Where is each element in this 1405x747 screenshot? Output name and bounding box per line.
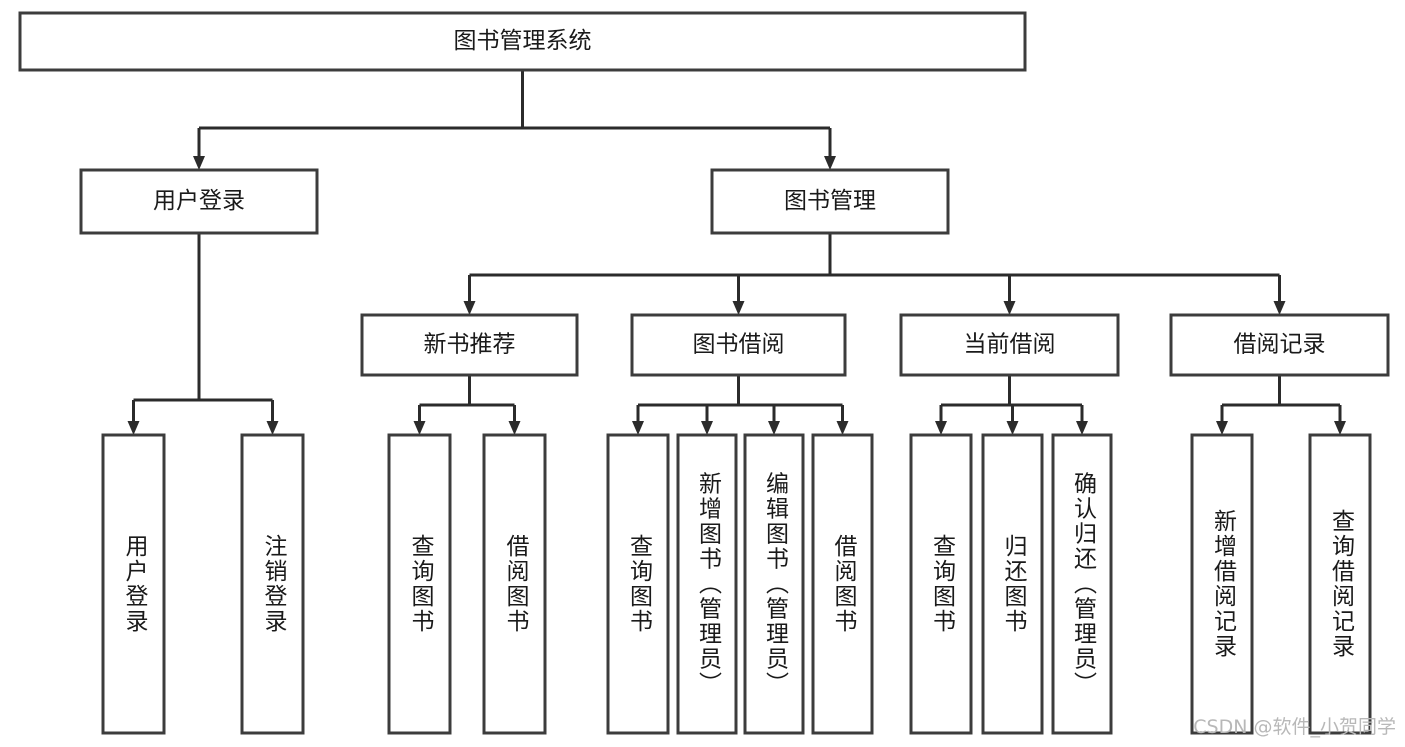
node-leaf-query-borrow-record[interactable]: 查询借阅记录 xyxy=(1308,433,1372,735)
node-box-leaf-query-borrow-record xyxy=(1308,433,1372,735)
node-box-leaf-query-book-borrow xyxy=(606,433,670,735)
node-box-leaf-confirm-return-admin xyxy=(1051,433,1113,735)
node-leaf-borrow-book[interactable]: 借阅图书 xyxy=(811,433,874,735)
connector-group-borrow-record xyxy=(1216,375,1346,435)
node-label-leaf-edit-book-admin: 编辑图书（管理员） xyxy=(762,472,790,697)
node-box-leaf-user-logout xyxy=(240,433,305,735)
node-leaf-user-login[interactable]: 用户登录 xyxy=(101,433,166,735)
node-book-borrow[interactable]: 图书借阅 xyxy=(630,313,847,377)
arrow-head-icon xyxy=(1334,421,1346,435)
node-box-book-manage xyxy=(710,168,950,235)
node-label-new-book-recommend: 新书推荐 xyxy=(424,332,516,358)
arrow-head-icon xyxy=(127,421,140,435)
connector-group-book-manage xyxy=(463,233,1286,315)
node-label-root: 图书管理系统 xyxy=(454,28,592,54)
node-box-leaf-query-book-rec xyxy=(387,433,452,735)
node-label-user-login: 用户登录 xyxy=(153,188,245,214)
arrow-head-icon xyxy=(266,421,279,435)
node-label-leaf-add-book-admin: 新增图书（管理员） xyxy=(695,472,723,697)
arrow-head-icon xyxy=(732,301,745,315)
node-label-leaf-return-book: 归还图书 xyxy=(1000,534,1028,634)
node-label-leaf-add-borrow-record: 新增借阅记录 xyxy=(1210,509,1238,659)
node-borrow-record[interactable]: 借阅记录 xyxy=(1169,313,1390,377)
node-box-new-book-recommend xyxy=(360,313,579,377)
arrow-head-icon xyxy=(1003,301,1016,315)
node-label-leaf-borrow-book: 借阅图书 xyxy=(830,534,858,634)
node-leaf-query-book-borrow[interactable]: 查询图书 xyxy=(606,433,670,735)
arrow-head-icon xyxy=(463,301,476,315)
node-leaf-query-book-rec[interactable]: 查询图书 xyxy=(387,433,452,735)
connector-group-root xyxy=(193,70,836,170)
watermark-text: CSDN @软件_小贺同学 xyxy=(1193,716,1396,738)
node-box-leaf-user-login xyxy=(101,433,166,735)
node-leaf-add-book-admin[interactable]: 新增图书（管理员） xyxy=(676,433,738,735)
node-label-leaf-query-borrow-record: 查询借阅记录 xyxy=(1328,509,1356,659)
node-label-leaf-query-book-rec: 查询图书 xyxy=(407,534,435,634)
arrow-head-icon xyxy=(1076,421,1088,435)
connector-group-user-login xyxy=(127,233,279,435)
node-current-borrow[interactable]: 当前借阅 xyxy=(899,313,1120,377)
node-box-book-borrow xyxy=(630,313,847,377)
arrow-head-icon xyxy=(632,421,644,435)
node-label-leaf-user-logout: 注销登录 xyxy=(260,534,288,634)
node-label-leaf-user-login: 用户登录 xyxy=(121,534,149,634)
node-box-leaf-add-book-admin xyxy=(676,433,738,735)
node-root[interactable]: 图书管理系统 xyxy=(18,11,1027,72)
node-box-leaf-borrow-book xyxy=(811,433,874,735)
arrow-head-icon xyxy=(836,421,849,435)
node-label-leaf-borrow-book-rec: 借阅图书 xyxy=(502,534,530,634)
node-leaf-edit-book-admin[interactable]: 编辑图书（管理员） xyxy=(743,433,805,735)
node-label-leaf-query-book-cur: 查询图书 xyxy=(929,534,957,634)
arrow-head-icon xyxy=(935,421,947,435)
node-label-current-borrow: 当前借阅 xyxy=(964,332,1056,358)
node-box-borrow-record xyxy=(1169,313,1390,377)
connectors-layer xyxy=(127,70,1346,435)
arrow-head-icon xyxy=(1273,301,1286,315)
node-box-current-borrow xyxy=(899,313,1120,377)
arrow-head-icon xyxy=(413,421,426,435)
node-label-book-borrow: 图书借阅 xyxy=(693,332,785,358)
node-leaf-user-logout[interactable]: 注销登录 xyxy=(240,433,305,735)
arrow-head-icon xyxy=(701,421,713,435)
arrow-head-icon xyxy=(193,156,205,170)
node-box-leaf-return-book xyxy=(981,433,1044,735)
node-box-leaf-query-book-cur xyxy=(909,433,973,735)
nodes-layer: 图书管理系统用户登录图书管理新书推荐图书借阅当前借阅借阅记录用户登录注销登录查询… xyxy=(18,11,1390,735)
node-box-leaf-borrow-book-rec xyxy=(482,433,547,735)
node-book-manage[interactable]: 图书管理 xyxy=(710,168,950,235)
node-box-user-login xyxy=(79,168,319,235)
connector-group-current-borrow xyxy=(935,375,1088,435)
node-leaf-confirm-return-admin[interactable]: 确认归还（管理员） xyxy=(1051,433,1113,735)
node-leaf-return-book[interactable]: 归还图书 xyxy=(981,433,1044,735)
node-label-leaf-confirm-return-admin: 确认归还（管理员） xyxy=(1070,472,1098,697)
arrow-head-icon xyxy=(508,421,521,435)
arrow-head-icon xyxy=(824,156,836,170)
node-label-book-manage: 图书管理 xyxy=(784,188,876,214)
node-label-leaf-query-book-borrow: 查询图书 xyxy=(626,534,654,634)
connector-group-book-borrow xyxy=(632,375,849,435)
node-leaf-query-book-cur[interactable]: 查询图书 xyxy=(909,433,973,735)
node-label-borrow-record: 借阅记录 xyxy=(1234,332,1326,358)
connector-group-new-book-recommend xyxy=(413,375,521,435)
node-new-book-recommend[interactable]: 新书推荐 xyxy=(360,313,579,377)
node-user-login[interactable]: 用户登录 xyxy=(79,168,319,235)
node-box-leaf-add-borrow-record xyxy=(1190,433,1254,735)
arrow-head-icon xyxy=(1216,421,1228,435)
arrow-head-icon xyxy=(1006,421,1019,435)
node-box-root xyxy=(18,11,1027,72)
node-box-leaf-edit-book-admin xyxy=(743,433,805,735)
node-leaf-borrow-book-rec[interactable]: 借阅图书 xyxy=(482,433,547,735)
arrow-head-icon xyxy=(768,421,780,435)
node-leaf-add-borrow-record[interactable]: 新增借阅记录 xyxy=(1190,433,1254,735)
